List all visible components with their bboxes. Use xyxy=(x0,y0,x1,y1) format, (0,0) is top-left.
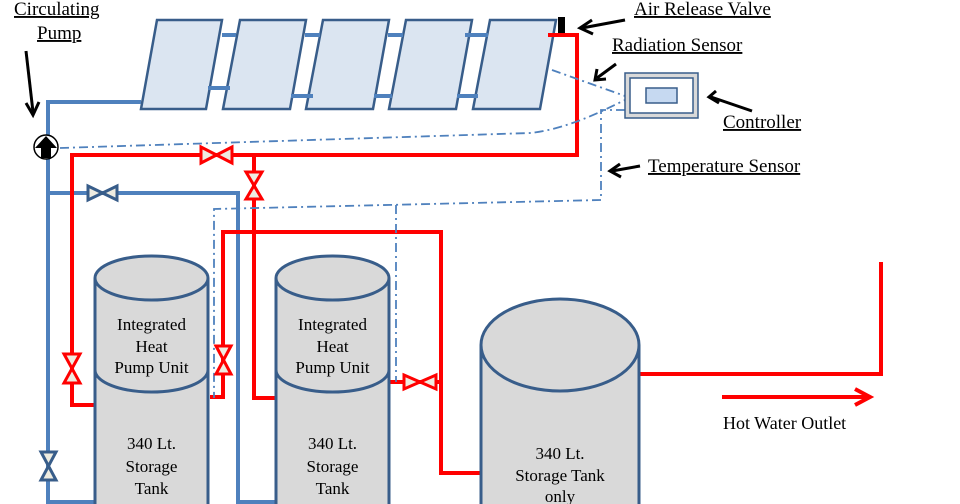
valves xyxy=(38,144,438,482)
solar-panel-2 xyxy=(221,18,308,111)
circulating-pump-label-line2: Pump xyxy=(37,23,81,44)
solar-panel-4 xyxy=(387,18,474,111)
tank-2-top-line3: Pump Unit xyxy=(295,358,369,377)
valve-icon xyxy=(243,170,265,201)
valve-icon xyxy=(213,344,234,376)
tank-3-line3: only xyxy=(545,487,576,504)
air-release-valve-label: Air Release Valve xyxy=(634,0,771,20)
temperature-sensor-label: Temperature Sensor xyxy=(648,156,801,177)
circulating-pump-icon xyxy=(33,134,59,160)
radiation-sensor-label: Radiation Sensor xyxy=(612,35,743,56)
signal-radiation-sensor xyxy=(551,69,626,97)
tank-1-top-line2: Heat xyxy=(135,337,167,356)
controller-box xyxy=(624,72,699,119)
hot-water-outlet-label: Hot Water Outlet xyxy=(723,413,846,433)
tank-2: Integrated Heat Pump Unit 340 Lt. Storag… xyxy=(274,254,391,504)
tank-3-line2: Storage Tank xyxy=(515,466,605,485)
tank-1-top-line3: Pump Unit xyxy=(114,358,188,377)
hot-pipe-branch xyxy=(252,155,276,400)
radiation-sensor-arrow-icon xyxy=(593,62,617,82)
tank-3: 340 Lt. Storage Tank only xyxy=(479,297,641,504)
valve-icon xyxy=(199,144,234,166)
tank-2-top-line2: Heat xyxy=(316,337,348,356)
signal-lines xyxy=(59,69,626,398)
signal-temp-sensor xyxy=(213,109,625,398)
cold-pipe-bypass xyxy=(48,191,276,504)
tank-1-bottom-line2: Storage xyxy=(126,457,178,476)
hot-pipe-collector-outlet xyxy=(70,33,579,407)
valve-icon xyxy=(61,352,83,385)
tank-2-bottom-line2: Storage xyxy=(307,457,359,476)
air-release-valve-arrow-icon xyxy=(576,18,626,36)
hot-pipe-tank1-out xyxy=(210,230,482,475)
circulating-pump-arrow-icon xyxy=(24,50,41,119)
air-release-valve xyxy=(558,17,565,33)
hot-pipe-outlet xyxy=(639,262,883,376)
valve-icon xyxy=(86,183,119,203)
tank-2-bottom-line3: Tank xyxy=(316,479,350,498)
controller-arrow-icon xyxy=(706,89,753,113)
hot-water-outlet-arrow xyxy=(722,387,875,407)
circulating-pump-label-line1: Circulating xyxy=(14,0,100,20)
tank-3-line1: 340 Lt. xyxy=(535,444,584,463)
tank-1: Integrated Heat Pump Unit 340 Lt. Storag… xyxy=(93,254,210,504)
tank-1-bottom-line3: Tank xyxy=(135,479,169,498)
valve-icon xyxy=(402,372,438,392)
cold-water-pipes xyxy=(46,100,276,504)
tank-1-bottom-line1: 340 Lt. xyxy=(127,434,176,453)
temperature-sensor-arrow-icon xyxy=(607,162,641,179)
solar-panel-3 xyxy=(304,18,391,111)
tank-2-top-line1: Integrated xyxy=(298,315,367,334)
solar-panel-1 xyxy=(139,18,224,111)
valve-icon xyxy=(38,450,59,482)
controller-label: Controller xyxy=(723,112,802,133)
solar-panel-5 xyxy=(471,18,558,111)
tank-1-top-line1: Integrated xyxy=(117,315,186,334)
cold-pipe-collector-return xyxy=(46,100,141,504)
tank-2-bottom-line1: 340 Lt. xyxy=(308,434,357,453)
solar-panel-array xyxy=(139,18,558,111)
